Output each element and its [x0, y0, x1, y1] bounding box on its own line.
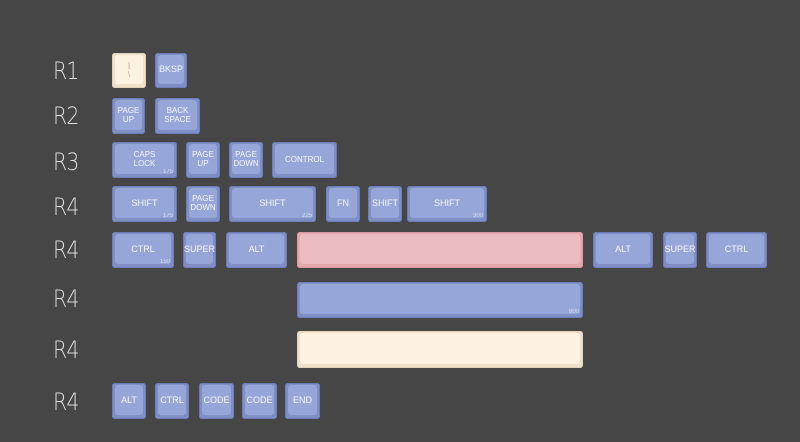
keycap-top: END — [288, 385, 317, 415]
keycap[interactable] — [297, 331, 583, 368]
keycap-top: CAPS LOCK — [115, 144, 174, 174]
keycap-top: CTRL — [115, 234, 171, 264]
keycap[interactable]: SHIFT — [368, 186, 402, 222]
keycap-size: 225 — [301, 213, 312, 219]
keycap-top: CTRL — [709, 234, 764, 264]
keycap[interactable]: PAGE DOWN — [186, 186, 220, 222]
keycap-top: SUPER — [184, 234, 216, 264]
keycap-top: ALT — [596, 234, 650, 264]
keycap-legend: CODE — [246, 394, 273, 405]
keycap-top: PAGE DOWN — [232, 144, 260, 174]
keycap-size: 175 — [162, 169, 173, 175]
keycap-top: PAGE UP — [189, 144, 217, 174]
row-label: R4 — [53, 336, 79, 364]
keycap-top: CTRL — [158, 385, 186, 415]
keycap-legend: ALT — [615, 243, 631, 254]
keycap-legend: BKSP — [158, 64, 183, 74]
keycap[interactable]: BACK SPACE — [155, 98, 200, 134]
row-label: R1 — [53, 57, 79, 85]
keycap-legend: CTRL — [724, 243, 749, 254]
keycap-top: SHIFT — [371, 188, 399, 218]
keycap-top: BKSP — [158, 55, 184, 84]
row-label: R4 — [53, 388, 79, 416]
keycap-top: FN — [329, 188, 357, 218]
keycap-legend: ALT — [248, 243, 265, 254]
keycap[interactable]: ALT — [593, 232, 653, 268]
keycap-top: CONTROL — [275, 144, 334, 174]
keycap-top: BACK SPACE — [158, 100, 197, 130]
keycap-legend: PAGE UP — [192, 150, 214, 168]
keycap[interactable]: SHIFT 225 — [229, 186, 316, 222]
keycap-size: 300 — [472, 213, 483, 219]
keycap[interactable]: CTRL — [155, 383, 189, 419]
keycap-top: ALT — [115, 385, 143, 415]
keycap[interactable]: CTRL 150 — [112, 232, 174, 268]
keycap[interactable] — [297, 232, 583, 268]
keycap[interactable]: PAGE UP — [112, 98, 145, 134]
keycap[interactable]: ALT — [112, 383, 146, 419]
keycap-legend: FN — [337, 197, 349, 208]
keycap[interactable]: END — [285, 383, 320, 419]
keycap-top — [300, 234, 580, 264]
keycap-top: PAGE UP — [115, 100, 142, 130]
keycap[interactable]: SUPER — [183, 232, 216, 268]
row-label: R4 — [53, 193, 79, 221]
keycap[interactable]: ALT — [226, 232, 287, 268]
keycap-top: SHIFT — [115, 188, 174, 218]
keycap-top — [300, 333, 580, 364]
keycap[interactable]: BKSP — [155, 53, 187, 88]
keycap[interactable]: SHIFT 175 — [112, 186, 177, 222]
keycap-legend: BACK SPACE — [164, 106, 191, 124]
keycap-top: CODE — [202, 385, 231, 415]
keycap-legend: END — [292, 394, 312, 405]
keycap[interactable]: SHIFT 300 — [407, 186, 487, 222]
keycap-top: CODE — [245, 385, 274, 415]
keycap[interactable]: SUPER — [663, 232, 697, 268]
keycap-legend: SHIFT — [434, 197, 460, 208]
keycap[interactable]: CTRL — [706, 232, 767, 268]
keycap-legend: CTRL — [160, 394, 184, 405]
keycap-top: | \ — [115, 55, 143, 84]
keycap-legend: SUPER — [664, 243, 696, 254]
keycap[interactable]: CODE — [242, 383, 277, 419]
keycap-legend: SUPER — [184, 243, 216, 254]
keycap-legend: CAPS LOCK — [133, 150, 156, 168]
keycap[interactable]: PAGE UP — [186, 142, 220, 178]
keycap-legend: SHIFT — [259, 197, 286, 208]
keycap-legend: PAGE UP — [117, 106, 140, 124]
keycap[interactable]: CAPS LOCK 175 — [112, 142, 177, 178]
keycap-legend: SHIFT — [372, 197, 398, 208]
keycap-legend: SHIFT — [131, 197, 158, 208]
keycap[interactable]: CODE — [199, 383, 234, 419]
keycap[interactable]: | \ — [112, 53, 146, 88]
keycap-legend: CTRL — [131, 243, 155, 254]
keycap-size: 150 — [159, 259, 170, 265]
keycap[interactable]: CONTROL — [272, 142, 337, 178]
keycap-top: SUPER — [664, 234, 696, 264]
keycap-legend: | \ — [127, 60, 131, 79]
keycap-top: PAGE DOWN — [189, 188, 217, 218]
row-label: R3 — [53, 148, 79, 176]
keycap-size: 800 — [568, 309, 579, 315]
keycap-legend: CONTROL — [284, 154, 325, 164]
keycap[interactable]: PAGE DOWN — [229, 142, 263, 178]
keycap-legend: PAGE DOWN — [190, 194, 216, 212]
row-label: R2 — [53, 102, 79, 130]
keycap-legend: CODE — [203, 394, 230, 405]
keycap-size: 175 — [162, 213, 173, 219]
keycap[interactable]: FN — [326, 186, 360, 222]
keycap-top: SHIFT — [232, 188, 313, 218]
row-label: R4 — [53, 236, 79, 264]
keycap-legend: PAGE DOWN — [233, 150, 259, 168]
keycap-top — [300, 284, 580, 314]
keycap-legend: ALT — [121, 394, 137, 405]
keycap-top: ALT — [229, 234, 284, 264]
keycap-top: SHIFT — [410, 188, 484, 218]
keycap[interactable]: 800 — [297, 282, 583, 318]
row-label: R4 — [53, 285, 79, 313]
